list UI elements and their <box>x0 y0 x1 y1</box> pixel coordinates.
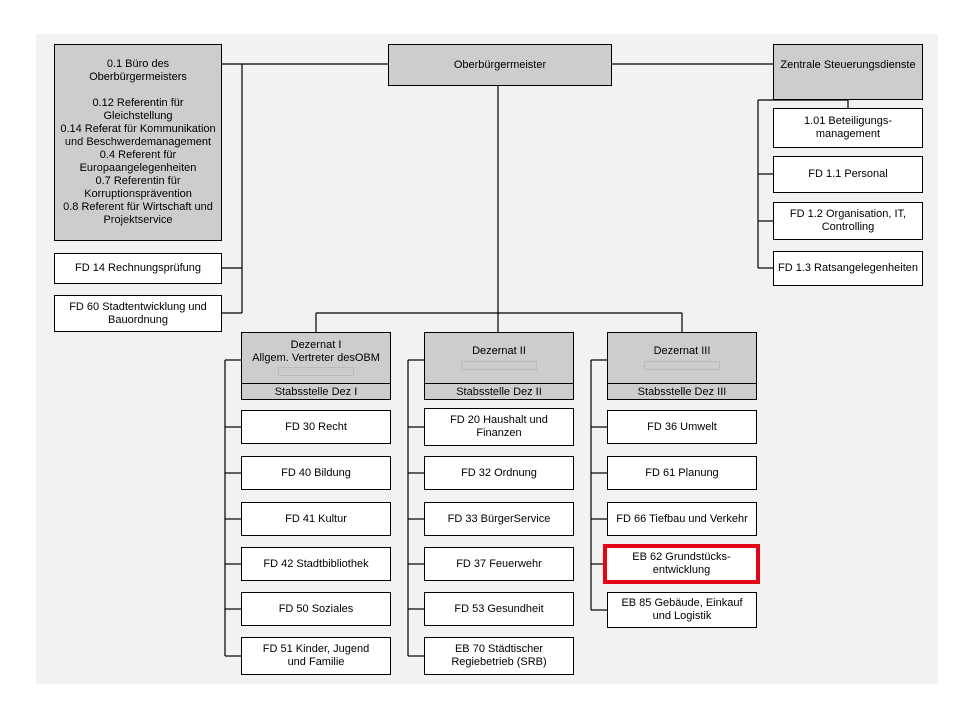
dez3-item: FD 61 Planung <box>607 456 757 490</box>
dez2-item: FD 53 Gesundheit <box>424 592 574 626</box>
dezernat-placeholder <box>278 367 354 376</box>
dez1-item: FD 50 Soziales <box>241 592 391 626</box>
stabsstelle-label: Stabsstelle Dez I <box>242 383 390 399</box>
zentrale-steuerungsdienste-box: Zentrale Steuerungsdienste <box>773 44 923 100</box>
dezernat-2-box: Dezernat II Stabsstelle Dez II <box>424 332 574 400</box>
stabsstelle-label: Stabsstelle Dez III <box>608 383 756 399</box>
dez3-item: FD 66 Tiefbau und Verkehr <box>607 502 757 536</box>
dezernat-3-box: Dezernat III Stabsstelle Dez III <box>607 332 757 400</box>
stabsstelle-label: Stabsstelle Dez II <box>425 383 573 399</box>
highlighted-item-grundstuecksentwicklung: EB 62 Grundstücks- entwicklung <box>603 544 760 584</box>
dez2-item: FD 33 BürgerService <box>424 502 574 536</box>
dezernat-1-box: Dezernat I Allgem. Vertreter desOBM Stab… <box>241 332 391 400</box>
dez3-item: EB 85 Gebäude, Einkauf und Logistik <box>607 592 757 628</box>
buero-ob-box: 0.1 Büro des Oberbürgermeisters 0.12 Ref… <box>54 44 222 241</box>
dez1-item: FD 42 Stadtbibliothek <box>241 547 391 581</box>
dezernat-placeholder <box>644 361 720 370</box>
dez1-item: FD 30 Recht <box>241 410 391 444</box>
dezernat-title: Dezernat I Allgem. Vertreter desOBM <box>252 339 380 364</box>
dez2-item: FD 32 Ordnung <box>424 456 574 490</box>
dez1-item: FD 41 Kultur <box>241 502 391 536</box>
dezernat-placeholder <box>461 361 537 370</box>
zsd-item: FD 1.2 Organisation, IT, Controlling <box>773 202 923 240</box>
dez2-item: EB 70 Städtischer Regiebetrieb (SRB) <box>424 637 574 675</box>
dez2-item: FD 20 Haushalt und Finanzen <box>424 408 574 446</box>
zsd-item: 1.01 Beteiligungs- management <box>773 108 923 148</box>
zsd-item: FD 1.3 Ratsangelegenheiten <box>773 251 923 286</box>
dezernat-title: Dezernat III <box>653 345 711 357</box>
rechnungspruefung-box: FD 14 Rechnungsprüfung <box>54 253 222 284</box>
dez1-item: FD 40 Bildung <box>241 456 391 490</box>
dez3-item: FD 36 Umwelt <box>607 410 757 444</box>
dez1-item: FD 51 Kinder, Jugend und Familie <box>241 637 391 675</box>
oberbuergermeister-box: Oberbürgermeister <box>388 44 612 86</box>
zsd-item: FD 1.1 Personal <box>773 156 923 193</box>
dez2-item: FD 37 Feuerwehr <box>424 547 574 581</box>
dezernat-title: Dezernat II <box>472 345 526 357</box>
stadtentwicklung-box: FD 60 Stadtentwicklung und Bauordnung <box>54 295 222 332</box>
